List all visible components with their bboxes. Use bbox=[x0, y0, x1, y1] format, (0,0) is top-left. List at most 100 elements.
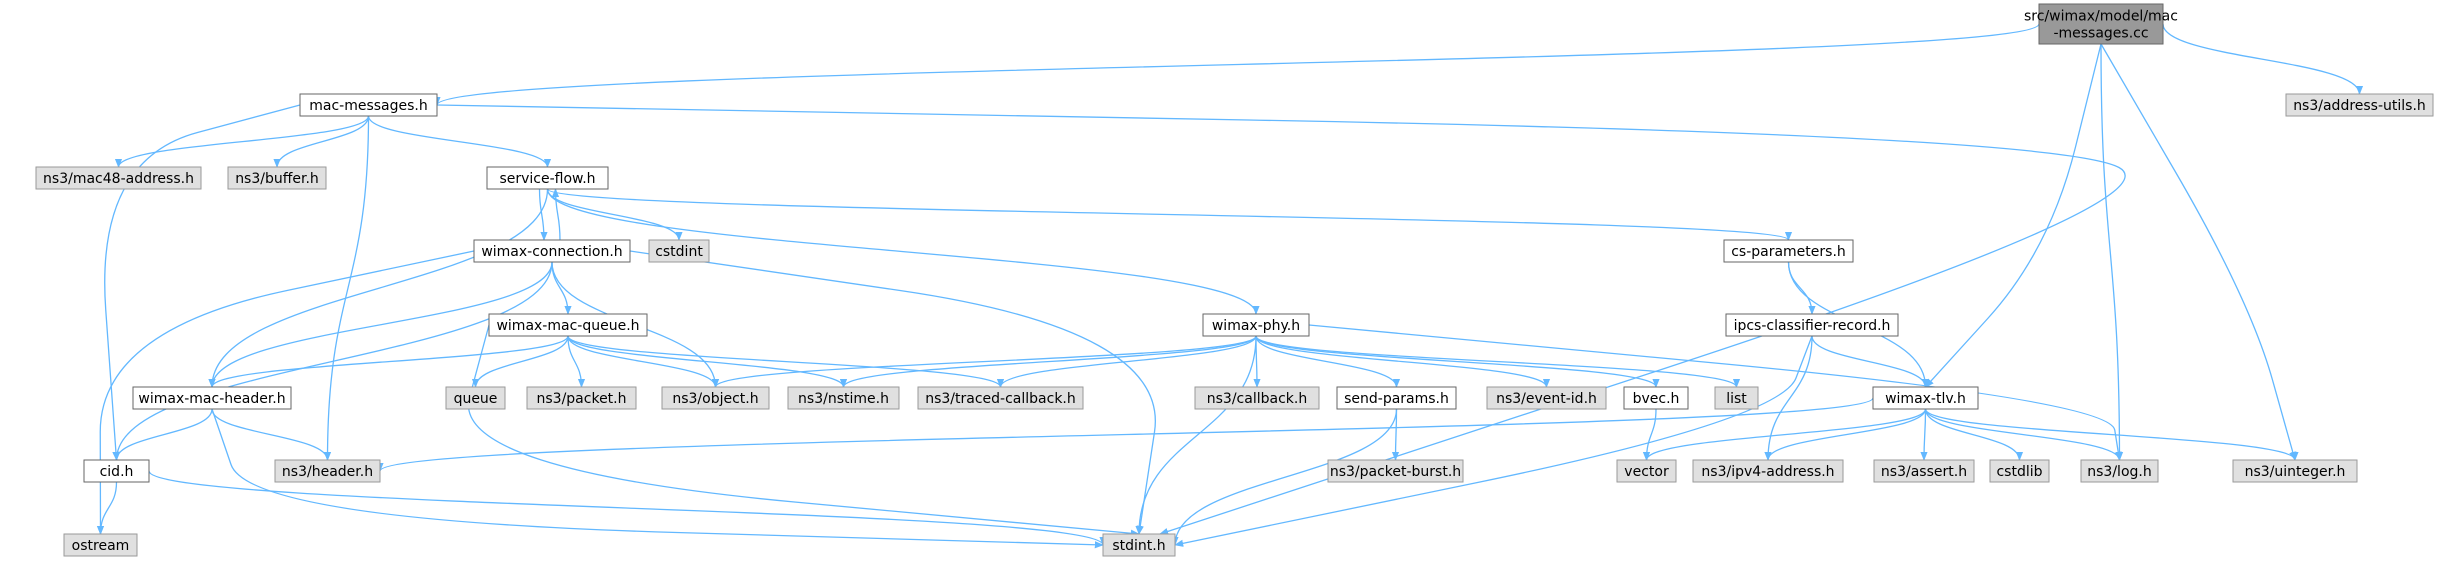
edge-wimax-phy-to-log bbox=[1308, 324, 2122, 461]
node-box bbox=[486, 166, 609, 190]
edge-cs-parameters-to-ipcs bbox=[1787, 261, 1816, 315]
node-label: cstdlib bbox=[1996, 464, 2042, 480]
node-wimax-connection[interactable]: wimax-connection.h bbox=[473, 239, 631, 263]
node-ipcs[interactable]: ipcs-classifier-record.h bbox=[1725, 313, 1899, 337]
node-wimax-tlv[interactable]: wimax-tlv.h bbox=[1872, 386, 1979, 410]
edge-wimax-tlv-to-cstdlib bbox=[1924, 408, 2024, 461]
node-label: list bbox=[1726, 391, 1747, 407]
node-label: ns3/log.h bbox=[2087, 464, 2151, 480]
node-bvec[interactable]: bvec.h bbox=[1623, 386, 1689, 410]
node-cid[interactable]: cid.h bbox=[83, 459, 150, 483]
node-box bbox=[227, 166, 327, 190]
node-box bbox=[1725, 313, 1899, 337]
node-box bbox=[661, 386, 770, 410]
node-cs-parameters[interactable]: cs-parameters.h bbox=[1723, 239, 1854, 263]
node-box bbox=[1692, 459, 1844, 483]
edge-wimax-mac-header-to-cid bbox=[112, 408, 213, 461]
node-vector: vector bbox=[1616, 459, 1677, 483]
node-label: ns3/assert.h bbox=[1881, 464, 1967, 480]
node-nstime: ns3/nstime.h bbox=[787, 386, 900, 410]
node-label: wimax-mac-header.h bbox=[138, 391, 285, 407]
edge-wimax-tlv-to-assert bbox=[1920, 408, 1928, 461]
edge-wimax-mac-queue-to-nstime bbox=[567, 335, 848, 388]
node-box bbox=[1486, 386, 1607, 410]
node-wimax-mac-queue[interactable]: wimax-mac-queue.h bbox=[488, 313, 648, 337]
node-buffer: ns3/buffer.h bbox=[227, 166, 327, 190]
node-label: mac-messages.h bbox=[309, 98, 428, 114]
edge-root-to-mac-messages bbox=[433, 23, 2040, 106]
node-box bbox=[445, 386, 506, 410]
node-ostream: ostream bbox=[63, 533, 138, 557]
node-box bbox=[299, 93, 438, 117]
edge-service-flow-to-wimax-mac-header bbox=[208, 188, 549, 388]
node-callback: ns3/callback.h bbox=[1194, 386, 1320, 410]
node-traced-cb: ns3/traced-callback.h bbox=[917, 386, 1084, 410]
edge-wimax-tlv-to-header bbox=[376, 397, 1874, 472]
edge-wimax-phy-to-send-params bbox=[1255, 335, 1401, 388]
node-label: ostream bbox=[72, 538, 130, 554]
node-box bbox=[1336, 386, 1457, 410]
node-label: ns3/uinteger.h bbox=[2245, 464, 2346, 480]
node-box bbox=[1616, 459, 1677, 483]
node-box bbox=[83, 459, 150, 483]
node-box bbox=[648, 239, 710, 263]
node-box bbox=[2080, 459, 2159, 483]
node-label: ns3/buffer.h bbox=[235, 171, 319, 187]
node-wimax-phy[interactable]: wimax-phy.h bbox=[1202, 313, 1310, 337]
node-wimax-mac-header[interactable]: wimax-mac-header.h bbox=[132, 386, 292, 410]
node-mac48: ns3/mac48-address.h bbox=[35, 166, 202, 190]
node-address-utils: ns3/address-utils.h bbox=[2285, 93, 2434, 117]
edge-service-flow-to-wimax-connection bbox=[538, 188, 548, 241]
node-log: ns3/log.h bbox=[2080, 459, 2159, 483]
nodes-layer: src/wimax/model/mac-messages.cc mac-messa… bbox=[35, 3, 2434, 557]
edge-wimax-connection-to-wimax-mac-queue bbox=[551, 261, 572, 315]
edge-wimax-phy-to-event-id bbox=[1255, 335, 1551, 388]
edge-mac-messages-to-buffer bbox=[273, 115, 370, 168]
node-box bbox=[1723, 239, 1854, 263]
node-box bbox=[1714, 386, 1759, 410]
edge-mac-messages-to-stdint bbox=[436, 104, 2126, 535]
node-box bbox=[473, 239, 631, 263]
edge-service-flow-to-cstdint bbox=[546, 188, 683, 241]
edge-wimax-tlv-to-vector bbox=[1642, 408, 1927, 461]
node-box bbox=[488, 313, 648, 337]
node-list: list bbox=[1714, 386, 1759, 410]
edge-root-to-address-utils bbox=[2162, 23, 2364, 95]
edge-wimax-connection-to-service-flow bbox=[551, 188, 561, 241]
edge-wimax-tlv-to-ipv4 bbox=[1764, 408, 1927, 461]
node-label: ns3/ipv4-address.h bbox=[1701, 464, 1834, 480]
node-label: ns3/nstime.h bbox=[798, 391, 889, 407]
node-label: vector bbox=[1624, 464, 1669, 480]
node-mac-messages[interactable]: mac-messages.h bbox=[299, 93, 438, 117]
node-box bbox=[787, 386, 900, 410]
edge-root-to-wimax-tlv bbox=[1924, 43, 2102, 388]
node-service-flow[interactable]: service-flow.h bbox=[486, 166, 609, 190]
node-label: queue bbox=[454, 391, 498, 407]
node-label: ns3/packet-burst.h bbox=[1330, 464, 1461, 480]
node-queue: queue bbox=[445, 386, 506, 410]
node-cstdlib: cstdlib bbox=[1989, 459, 2050, 483]
node-label: ns3/object.h bbox=[672, 391, 758, 407]
node-label: wimax-mac-queue.h bbox=[496, 318, 639, 334]
node-cstdint: cstdint bbox=[648, 239, 710, 263]
node-box bbox=[274, 459, 381, 483]
node-label: wimax-phy.h bbox=[1212, 318, 1300, 334]
node-send-params[interactable]: send-params.h bbox=[1336, 386, 1457, 410]
node-box bbox=[132, 386, 292, 410]
node-label: cid.h bbox=[100, 464, 134, 480]
node-root[interactable]: src/wimax/model/mac-messages.cc bbox=[2024, 3, 2178, 45]
node-assert: ns3/assert.h bbox=[1873, 459, 1975, 483]
node-object: ns3/object.h bbox=[661, 386, 770, 410]
node-label: bvec.h bbox=[1633, 391, 1680, 407]
node-label: cs-parameters.h bbox=[1731, 244, 1846, 260]
edge-wimax-mac-header-to-stdint bbox=[211, 408, 1104, 549]
node-label: stdint.h bbox=[1112, 538, 1165, 554]
node-header: ns3/header.h bbox=[274, 459, 381, 483]
node-label: wimax-connection.h bbox=[481, 244, 622, 260]
edge-wimax-phy-to-bvec bbox=[1255, 335, 1660, 388]
edge-ipcs-to-ipv4 bbox=[1764, 335, 1813, 461]
edge-wimax-phy-to-traced-cb bbox=[996, 335, 1257, 388]
node-label: ns3/event-id.h bbox=[1496, 391, 1597, 407]
node-event-id: ns3/event-id.h bbox=[1486, 386, 1607, 410]
